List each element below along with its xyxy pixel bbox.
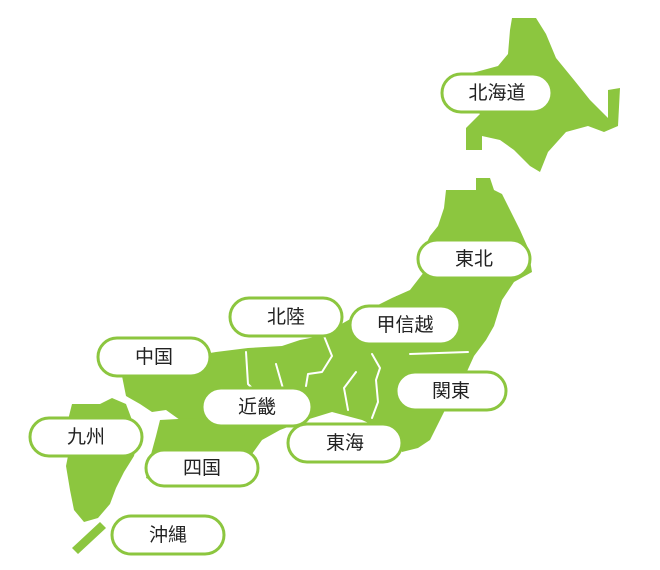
region-label-kanto[interactable]: 関東 (394, 370, 508, 412)
region-label-kyushu[interactable]: 九州 (28, 416, 144, 458)
region-label-shikoku[interactable]: 四国 (144, 448, 260, 488)
region-label-chugoku[interactable]: 中国 (96, 336, 212, 378)
svg-text:九州: 九州 (67, 426, 105, 448)
region-label-tokai[interactable]: 東海 (286, 422, 404, 464)
region-label-hokkaido[interactable]: 北海道 (440, 72, 554, 114)
svg-text:北陸: 北陸 (267, 306, 305, 328)
svg-text:四国: 四国 (183, 457, 221, 479)
region-label-okinawa[interactable]: 沖縄 (110, 514, 226, 556)
okinawa-landmass[interactable] (72, 522, 106, 554)
region-label-koshinetsu[interactable]: 甲信越 (348, 304, 462, 346)
region-label-hokuriku[interactable]: 北陸 (228, 296, 344, 338)
svg-text:中国: 中国 (135, 346, 173, 368)
region-label-kinki[interactable]: 近畿 (200, 386, 314, 428)
awaji-island (234, 432, 244, 444)
sado-island (396, 296, 404, 306)
border-hokuriku-koshinetsu (305, 335, 333, 387)
svg-text:東海: 東海 (326, 432, 364, 454)
border-tohoku-kanto (409, 351, 469, 355)
border-koshinetsu-kanto (371, 353, 381, 419)
svg-text:甲信越: 甲信越 (376, 314, 433, 336)
svg-text:関東: 関東 (432, 380, 470, 402)
border-koshinetsu-tokai (343, 371, 357, 411)
region-label-tohoku[interactable]: 東北 (416, 238, 532, 280)
svg-text:近畿: 近畿 (238, 396, 276, 418)
svg-text:北海道: 北海道 (468, 82, 525, 104)
svg-text:沖縄: 沖縄 (149, 524, 187, 546)
svg-text:東北: 東北 (455, 248, 493, 270)
